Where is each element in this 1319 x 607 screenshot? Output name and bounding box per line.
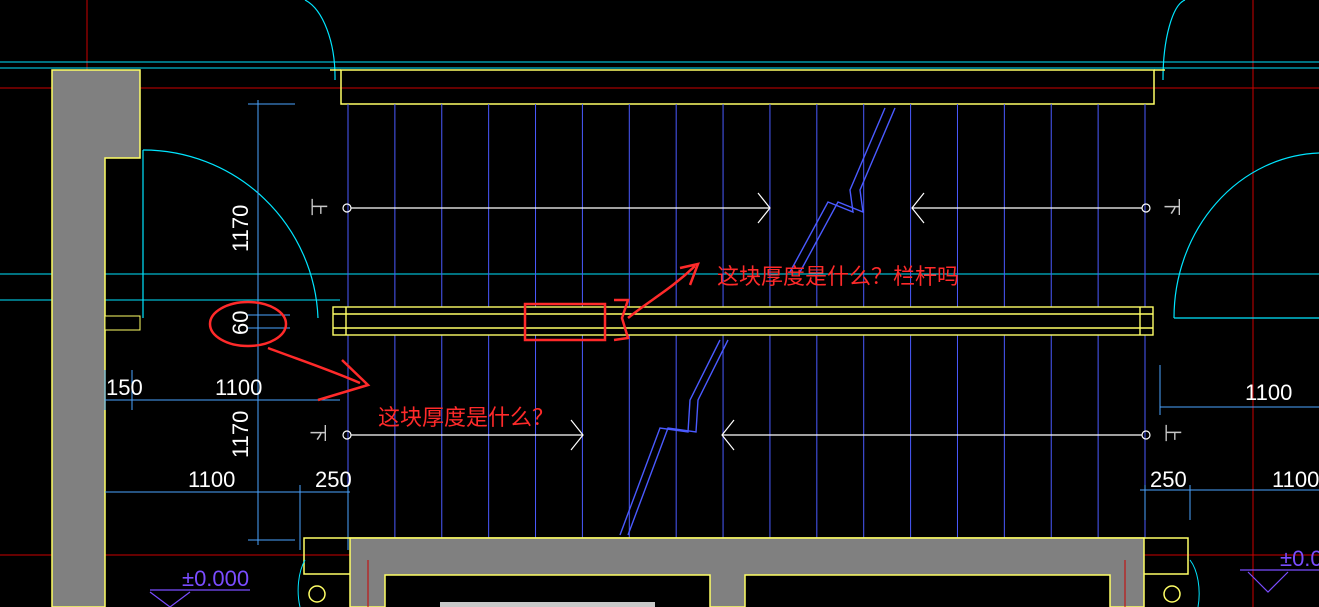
dim-left-250: 250 [315, 467, 352, 492]
dim-left-1100-upper: 1100 [215, 375, 262, 400]
dim-150: 150 [106, 375, 143, 400]
dim-left-upper-1170: 1170 [228, 205, 253, 252]
handrail-bracket [613, 298, 630, 342]
handrail-box [523, 302, 607, 342]
gap-circle [208, 300, 288, 348]
elevation-marker-right: ±0.00 [1240, 546, 1319, 593]
dim-left-lower-1170: 1170 [228, 411, 253, 458]
elevation-right: ±0.00 [1280, 546, 1319, 571]
label-up-left: 上 [308, 198, 328, 216]
label-down-right: 下 [1162, 198, 1182, 216]
annotation-gap-question: 这块厚度是什么？ [378, 406, 554, 431]
cyan-reference-lines [0, 61, 1319, 301]
label-up-right: 上 [1162, 424, 1182, 442]
dim-left-1100-lower: 1100 [188, 467, 235, 492]
stair-treads [347, 104, 1146, 538]
elevation-left: ±0.000 [182, 566, 249, 591]
top-beam [330, 69, 1165, 105]
left-wall [51, 69, 141, 607]
dim-right-1100-lower: 1100 [1272, 467, 1319, 492]
dim-left-gap-60: 60 [228, 311, 253, 335]
label-down-left: 下 [308, 424, 328, 442]
dim-right-1100-upper: 1100 [1245, 380, 1292, 405]
dim-right-250: 250 [1150, 467, 1187, 492]
handrail-arrow [627, 262, 700, 319]
red-annotations [208, 262, 700, 402]
dimension-lines [104, 100, 1319, 550]
bottom-landing [297, 537, 1200, 607]
door-swing-arcs [142, 0, 1319, 319]
elevation-marker-left: ±0.000 [149, 566, 250, 607]
gap-arrow [267, 346, 371, 402]
direction-arrows [342, 192, 1151, 451]
center-handrail [332, 306, 1154, 336]
break-lines [619, 107, 896, 536]
annotation-handrail-question: 这块厚度是什么？栏杆吗 [717, 265, 959, 290]
